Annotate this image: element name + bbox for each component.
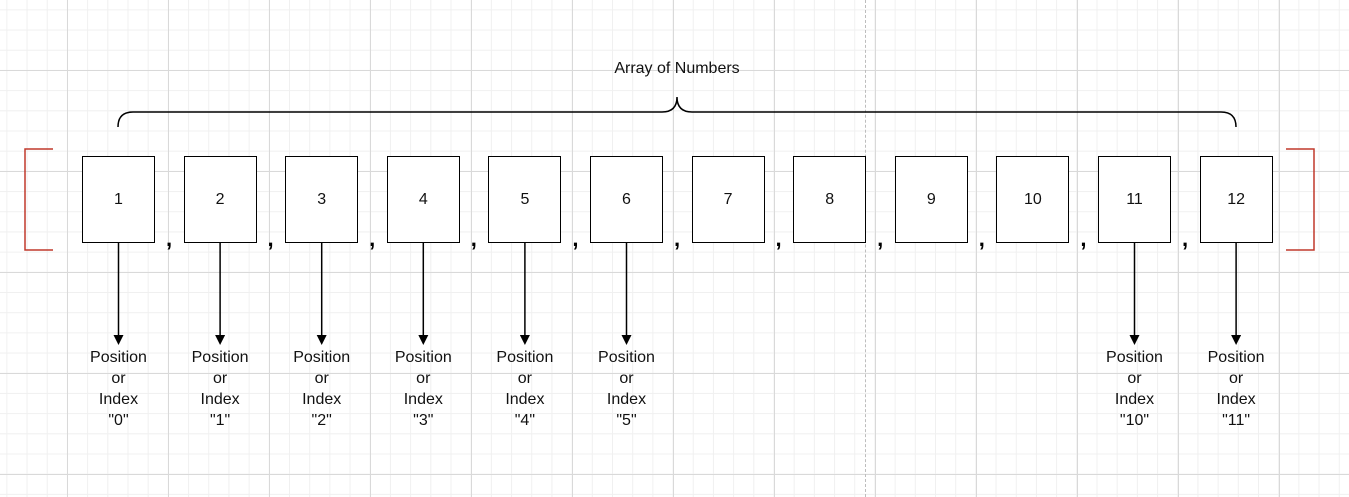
index-label-line: or — [314, 370, 329, 387]
curly-brace — [117, 96, 1237, 128]
left-square-bracket — [24, 148, 53, 251]
index-label-line: "1" — [209, 412, 231, 429]
comma-separator: , — [1080, 226, 1087, 251]
index-label-line: Index — [98, 391, 139, 408]
comma-separator: , — [369, 226, 376, 251]
index-label-line: or — [212, 370, 228, 387]
array-cell: 6 — [590, 156, 663, 243]
array-cell: 9 — [894, 156, 968, 243]
index-label-line: "4" — [514, 412, 536, 429]
index-label-line: or — [1127, 370, 1142, 387]
index-label-line: or — [416, 370, 431, 387]
diagram-title: Array of Numbers — [614, 60, 740, 77]
index-label-line: or — [111, 370, 126, 387]
array-cell: 8 — [793, 156, 867, 243]
array-cell: 12 — [1199, 156, 1273, 243]
index-label-line: Index — [200, 391, 240, 408]
array-cell: 10 — [996, 156, 1070, 243]
index-label-line: Position — [1106, 349, 1163, 366]
index-label-line: Index — [1114, 391, 1155, 408]
array-cell: 4 — [386, 156, 460, 243]
index-label-line: Position — [598, 349, 655, 366]
page-break-line — [865, 0, 866, 497]
index-label-line: Index — [302, 391, 342, 408]
array-cell: 5 — [488, 156, 562, 243]
array-cell: 11 — [1098, 156, 1171, 243]
index-label-line: "11" — [1222, 412, 1251, 429]
index-label-line: or — [517, 370, 532, 387]
index-label-line: "3" — [413, 412, 434, 429]
array-cell: 2 — [183, 156, 257, 243]
array-cell: 1 — [82, 156, 155, 243]
index-label-line: Position — [394, 349, 452, 366]
index-label-line: "2" — [311, 412, 332, 429]
index-label-line: Index — [1216, 391, 1256, 408]
index-label-line: Position — [90, 349, 147, 366]
index-label-line: or — [619, 370, 634, 387]
index-label-line: Index — [505, 391, 545, 408]
comma-separator: , — [165, 226, 173, 251]
index-label-line: Position — [191, 349, 249, 366]
index-label-line: Index — [606, 391, 647, 408]
index-label-line: Position — [293, 349, 351, 366]
comma-separator: , — [1181, 226, 1189, 251]
comma-separator: , — [673, 226, 681, 251]
index-label-line: Index — [403, 391, 443, 408]
index-label-line: "10" — [1119, 412, 1150, 429]
index-label-line: "5" — [616, 412, 637, 429]
index-label-line: Position — [1207, 349, 1265, 366]
comma-separator: , — [470, 226, 477, 251]
comma-separator: , — [267, 226, 274, 251]
index-label-line: Position — [496, 349, 554, 366]
comma-separator: , — [877, 226, 884, 251]
array-cell: 7 — [691, 156, 765, 243]
array-cell: 3 — [285, 156, 359, 243]
comma-separator: , — [572, 226, 579, 251]
comma-separator: , — [775, 226, 782, 251]
index-label-line: or — [1228, 370, 1244, 387]
comma-separator: , — [978, 226, 985, 251]
index-label-line: "0" — [108, 412, 129, 429]
right-square-bracket — [1286, 148, 1315, 251]
